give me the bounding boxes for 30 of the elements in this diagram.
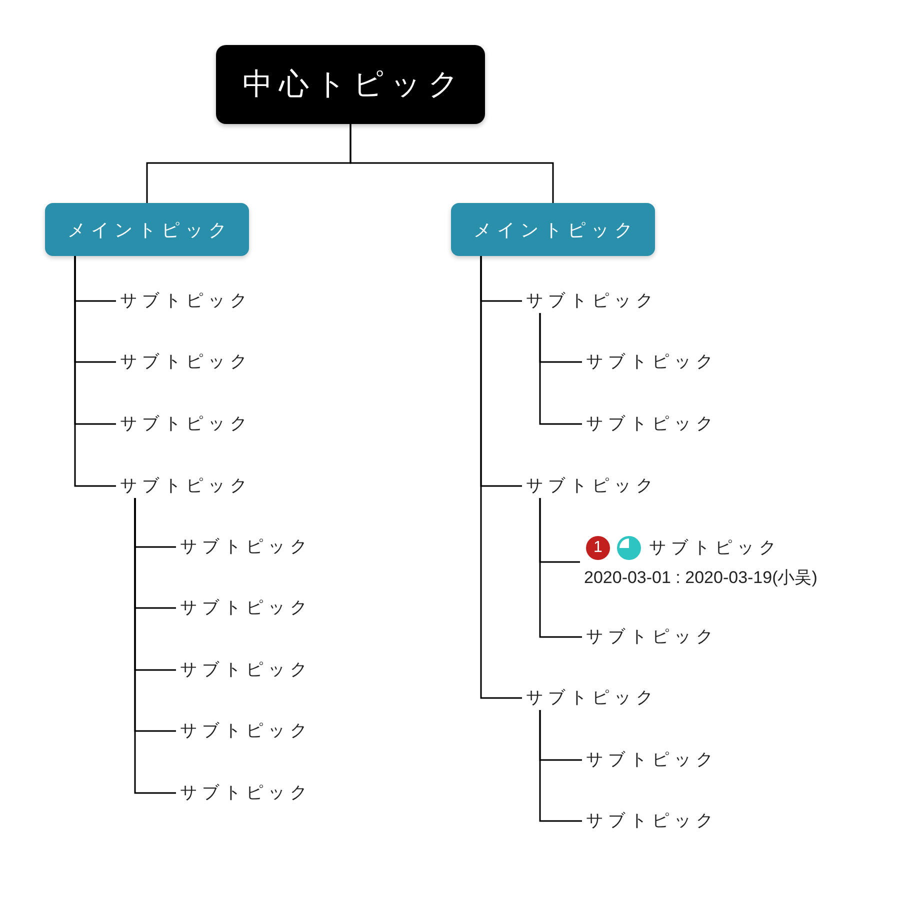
subtopic-label: サブトピック	[176, 535, 312, 559]
subtopic-label: サブトピック	[116, 289, 252, 313]
subtopic-label: サブトピック	[582, 809, 718, 833]
subtopic-label: サブトピック	[582, 748, 718, 772]
subtopic-label: サブトピック	[176, 658, 312, 682]
connector-line	[480, 256, 522, 699]
subtopic-label: サブトピック	[522, 686, 658, 710]
subtopic-label: サブトピック	[582, 350, 718, 374]
subtopic-label: サブトピック	[582, 412, 718, 436]
subtopic-label: サブトピック	[176, 781, 312, 805]
connector-line	[539, 710, 582, 822]
central-topic-box: 中心トピック	[216, 45, 485, 124]
main-topic-box: メイントピック	[45, 203, 249, 256]
priority-badge: 1	[586, 536, 610, 560]
connector-line	[539, 498, 582, 638]
subtopic-label: サブトピック	[116, 412, 252, 436]
main-topic-box: メイントピック	[451, 203, 655, 256]
connector-line	[539, 313, 582, 425]
subtopic-label: サブトピック	[116, 350, 252, 374]
subtopic-label: サブトピック	[522, 474, 658, 498]
subtopic-label: サブトピック	[582, 625, 718, 649]
subtopic-label: サブトピック	[522, 289, 658, 313]
connector-line	[134, 498, 176, 794]
subtopic-label: サブトピック	[116, 474, 252, 498]
connector-line	[350, 124, 554, 203]
subtopic-label: サブトピック	[176, 596, 312, 620]
date-label: 2020-03-01 : 2020-03-19(小吴)	[584, 567, 818, 589]
connector-line	[74, 256, 116, 487]
subtopic-label: サブトピック	[176, 719, 312, 743]
subtopic-label: サブトピック	[649, 537, 781, 560]
